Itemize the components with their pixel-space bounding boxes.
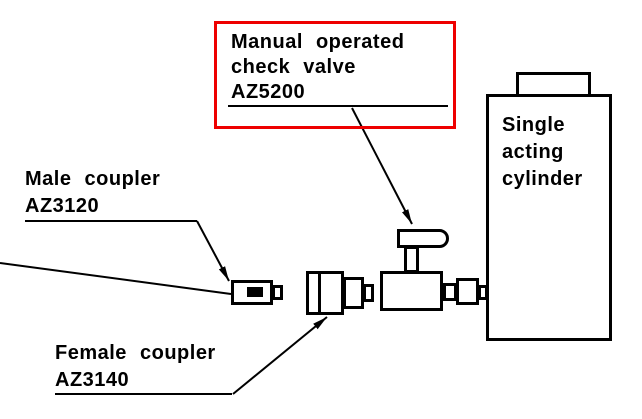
male-coupler-body <box>231 280 273 305</box>
cylinder-label-line3: cylinder <box>502 168 583 190</box>
check-valve-handle <box>397 229 449 248</box>
leader-line-male-coupler <box>196 220 230 282</box>
leader-line-female-coupler <box>232 316 328 395</box>
fitting-stub-right <box>478 285 488 300</box>
check-valve-label-line2: check valve <box>231 56 356 78</box>
female-coupler-collar <box>343 277 364 309</box>
check-valve-underline <box>228 105 448 107</box>
female-coupler-part-code: AZ3140 <box>55 369 130 391</box>
check-valve-body <box>380 271 443 311</box>
female-coupler-stub <box>363 284 374 302</box>
female-coupler-body <box>306 271 344 315</box>
male-coupler-nipple <box>272 285 283 300</box>
female-coupler-label: Female coupler <box>55 342 216 364</box>
cylinder-label: Single acting cylinder <box>502 112 583 193</box>
male-coupler-core <box>247 287 263 297</box>
male-coupler-part-code: AZ3120 <box>25 195 100 217</box>
hose-line-left-edge <box>0 262 232 295</box>
check-valve-label-line1: Manual operated <box>231 31 405 53</box>
female-coupler-sleeve-line <box>318 271 321 315</box>
fitting-nut <box>456 278 479 305</box>
cylinder-body <box>486 94 612 341</box>
female-coupler-underline <box>55 393 232 395</box>
check-valve-part-code: AZ5200 <box>231 81 306 103</box>
male-coupler-underline <box>25 220 197 222</box>
male-coupler-label: Male coupler <box>25 168 161 190</box>
check-valve-stem <box>404 246 419 273</box>
fitting-stub-left <box>443 283 457 301</box>
check-valve-callout-box: Manual operated check valve AZ5200 <box>214 21 456 129</box>
cylinder-label-line1: Single <box>502 114 566 136</box>
cylinder-label-line2: acting <box>502 141 564 163</box>
